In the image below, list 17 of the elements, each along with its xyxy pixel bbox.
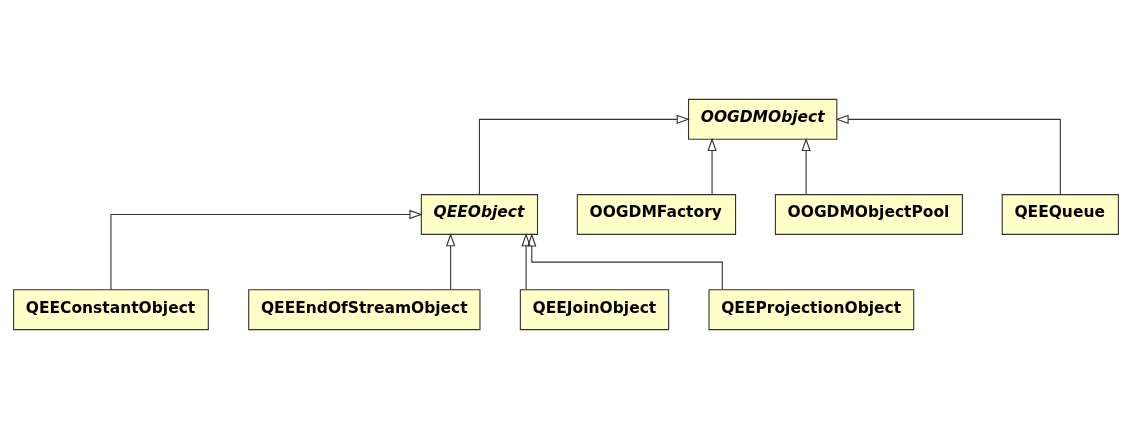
node-box: QEEEndOfStreamObject xyxy=(248,288,481,330)
arrow xyxy=(801,137,811,195)
node-box: OOGDMObjectPool xyxy=(774,193,963,235)
arrow xyxy=(478,114,690,195)
node-box: OOGDMFactory xyxy=(576,193,737,235)
arrow xyxy=(521,232,531,290)
node-box: QEEObject xyxy=(420,193,539,235)
node-box: QEEConstantObject xyxy=(13,288,209,330)
node-box: QEEQueue xyxy=(1001,193,1119,235)
node-box: OOGDMObject xyxy=(688,98,838,140)
arrow xyxy=(527,232,723,290)
arrow xyxy=(835,114,1061,195)
arrow xyxy=(707,137,717,195)
node-box: QEEProjectionObject xyxy=(708,288,915,330)
node-box: QEEJoinObject xyxy=(519,288,670,330)
arrow xyxy=(110,209,423,290)
arrow xyxy=(446,232,456,290)
